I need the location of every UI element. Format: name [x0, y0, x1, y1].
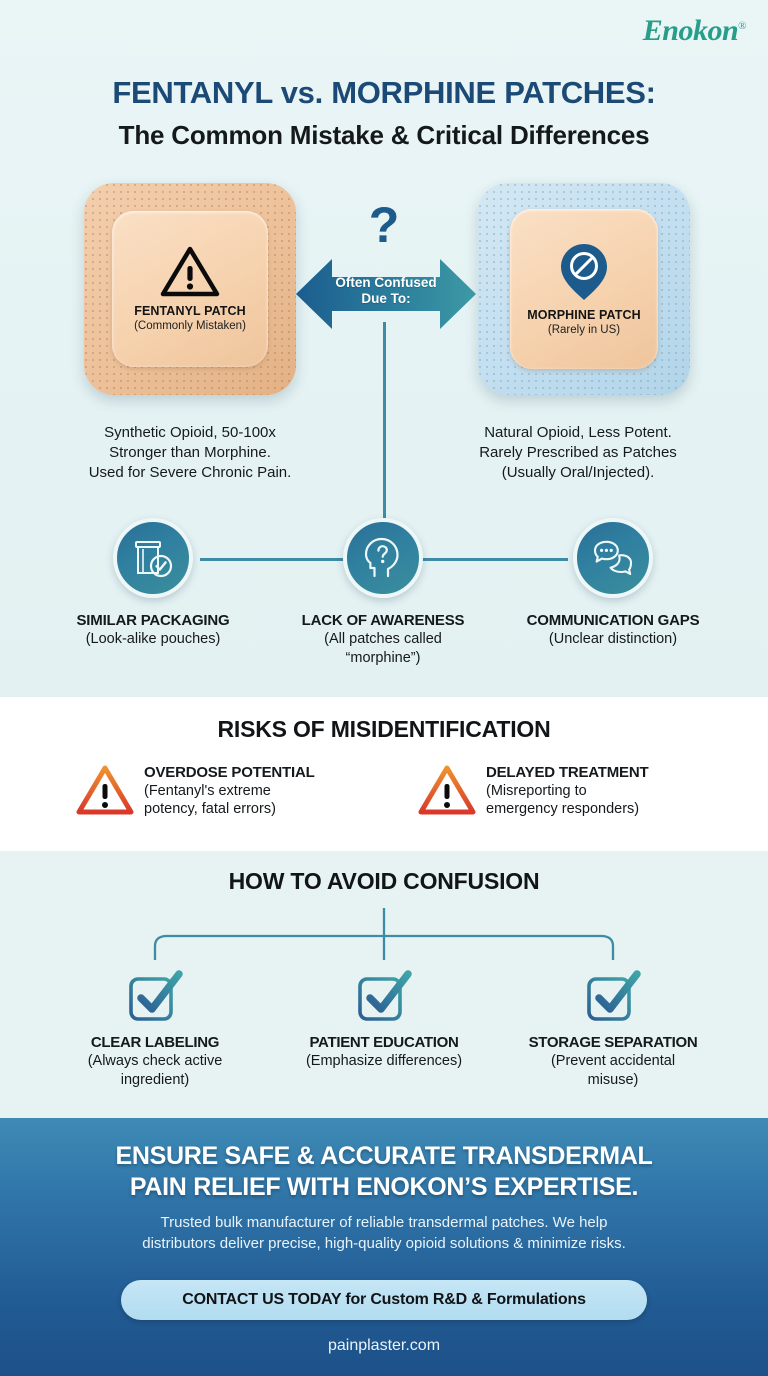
- fentanyl-patch-card: FENTANYL PATCH (Commonly Mistaken): [84, 183, 296, 395]
- reason-title: COMMUNICATION GAPS: [526, 612, 700, 629]
- vertical-connector-line: [383, 322, 386, 522]
- avoid-icon-patient-education: [354, 965, 414, 1025]
- reason-caption-communication-gaps: COMMUNICATION GAPS (Unclear distinction): [488, 612, 738, 649]
- avoid-icon-clear-labeling: [125, 965, 185, 1025]
- avoid-background-band: [0, 851, 768, 1118]
- bracket-connector: [145, 908, 623, 960]
- page-title-secondary: The Common Mistake & Critical Difference…: [118, 120, 650, 150]
- checkbox-check-icon: [125, 965, 185, 1025]
- footer-subtext: Trusted bulk manufacturer of reliable tr…: [142, 1214, 626, 1253]
- reason-icon-lack-of-awareness: [343, 518, 423, 598]
- avoid-title: CLEAR LABELING: [90, 1034, 220, 1051]
- warning-triangle-icon: [76, 764, 134, 816]
- risk-title: DELAYED TREATMENT: [486, 764, 649, 781]
- brand-logo: Enokon®: [642, 14, 747, 48]
- footer-url[interactable]: painplaster.com: [327, 1337, 441, 1354]
- package-pouch-check-icon: [130, 535, 176, 581]
- footer-background-band: [0, 1118, 768, 1376]
- question-mark-icon: ?: [368, 197, 400, 253]
- reason-caption-similar-packaging: SIMILAR PACKAGING (Look-alike pouches): [28, 612, 278, 649]
- connector-line-right: [418, 558, 568, 561]
- brand-name: Enokon: [642, 14, 739, 47]
- connector-line-left: [200, 558, 350, 561]
- reason-title: LACK OF AWARENESS: [301, 612, 465, 629]
- warning-triangle-icon: [418, 764, 476, 816]
- fentanyl-patch-label: FENTANYL PATCH: [134, 304, 246, 318]
- avoid-caption-patient-education: PATIENT EDUCATION (Emphasize differences…: [259, 1034, 509, 1071]
- fentanyl-patch-inner: FENTANYL PATCH (Commonly Mistaken): [112, 211, 268, 367]
- morphine-patch-card: MORPHINE PATCH (Rarely in US): [478, 183, 690, 395]
- morphine-patch-sublabel: (Rarely in US): [547, 324, 621, 336]
- risks-background-band: [0, 697, 768, 851]
- checkbox-check-icon: [354, 965, 414, 1025]
- page-title-primary: FENTANYL vs. MORPHINE PATCHES:: [112, 75, 656, 110]
- avoid-heading: HOW TO AVOID CONFUSION: [228, 868, 540, 894]
- speech-bubbles-icon: [590, 535, 636, 581]
- no-entry-pin-icon: [559, 242, 609, 302]
- head-question-icon: [360, 535, 406, 581]
- reason-subtitle: (Unclear distinction): [548, 631, 678, 647]
- avoid-title: PATIENT EDUCATION: [309, 1034, 459, 1051]
- contact-us-button[interactable]: CONTACT US TODAY for Custom R&D & Formul…: [121, 1280, 647, 1320]
- reason-icon-similar-packaging: [113, 518, 193, 598]
- avoid-title: STORAGE SEPARATION: [528, 1034, 698, 1051]
- reason-icon-communication-gaps: [573, 518, 653, 598]
- morphine-description: Natural Opioid, Less Potent.Rarely Presc…: [479, 424, 677, 482]
- avoid-subtitle: (Emphasize differences): [305, 1053, 463, 1069]
- registered-trademark-icon: ®: [738, 20, 746, 32]
- risks-heading: RISKS OF MISIDENTIFICATION: [217, 716, 551, 742]
- reason-subtitle: (Look-alike pouches): [85, 631, 221, 647]
- morphine-patch-label: MORPHINE PATCH: [527, 308, 641, 322]
- checkbox-check-icon: [583, 965, 643, 1025]
- reason-caption-lack-of-awareness: LACK OF AWARENESS (All patches called“mo…: [258, 612, 508, 668]
- morphine-patch-inner: MORPHINE PATCH (Rarely in US): [510, 209, 658, 369]
- reason-title: SIMILAR PACKAGING: [76, 612, 230, 629]
- warning-triangle-icon: [160, 246, 220, 298]
- reason-subtitle: (All patches called“morphine”): [324, 631, 442, 666]
- fentanyl-patch-sublabel: (Commonly Mistaken): [134, 320, 246, 332]
- risk-title: OVERDOSE POTENTIAL: [144, 764, 315, 781]
- avoid-icon-storage-separation: [583, 965, 643, 1025]
